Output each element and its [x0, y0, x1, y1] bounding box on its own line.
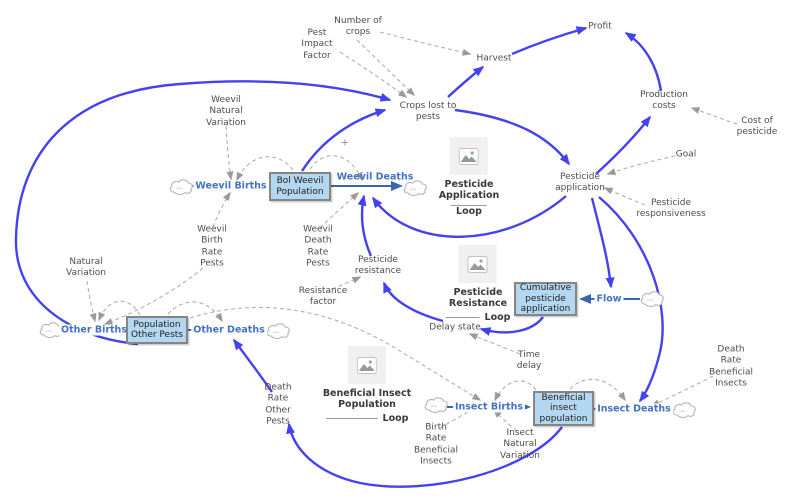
- link-beneficial-stock-to-insect-deaths[interactable]: [569, 378, 626, 402]
- flow-label-other-deaths[interactable]: Other Deaths: [191, 324, 267, 336]
- variable-time-delay[interactable]: Time delay: [516, 349, 542, 371]
- cloud-icon[interactable]: [424, 397, 448, 414]
- variable-number-of-crops[interactable]: Number of crops: [334, 15, 382, 37]
- loop-card-beneficial-insect-population[interactable]: Beneficial Insect Population Loop: [323, 346, 411, 424]
- cloud-icon[interactable]: [403, 180, 427, 197]
- loop-title: Beneficial Insect Population: [322, 388, 412, 411]
- loop-divider: [325, 417, 378, 419]
- variable-resistance-factor[interactable]: Resistance factor: [298, 285, 348, 307]
- variable-harvest[interactable]: Harvest: [476, 53, 512, 64]
- variable-insect-natural-variation[interactable]: Insect Natural Variation: [500, 428, 540, 461]
- variable-pesticide-application[interactable]: Pesticide application: [555, 171, 605, 193]
- variable-death-rate-other-pests[interactable]: Death Rate Other Pests: [264, 382, 292, 427]
- loop-label: Loop: [456, 205, 482, 217]
- image-placeholder-icon: [357, 356, 377, 374]
- loop-divider: [450, 204, 487, 206]
- variable-crops-lost-to-pests[interactable]: Crops lost to pests: [399, 100, 457, 122]
- arrow-weevil-population-to-crops-lost[interactable]: [300, 108, 387, 172]
- arrow-beneficial-population-to-death-rate-other-pests[interactable]: [286, 422, 563, 488]
- stock-bol-weevil-population[interactable]: Bol Weevil Population: [269, 172, 331, 201]
- arrow-pesticide-application-to-production-costs[interactable]: [595, 115, 651, 175]
- link-weevil-stock-to-weevil-births[interactable]: [236, 156, 294, 182]
- link-number-crops-to-harvest[interactable]: [379, 31, 472, 56]
- arrow-crops-lost-to-pesticide-application[interactable]: [454, 108, 570, 166]
- flow-label-weevil-deaths[interactable]: Weevil Deaths: [336, 171, 414, 183]
- stock-beneficial-insect-population[interactable]: Beneficial insect population: [533, 391, 594, 426]
- loop-label: Loop: [484, 311, 511, 323]
- flow-label-insect-deaths[interactable]: Insect Deaths: [595, 403, 673, 415]
- loop-label: Loop: [382, 412, 409, 424]
- variable-delay-state[interactable]: Delay state: [429, 322, 481, 333]
- link-other-pests-to-insect-births[interactable]: [189, 306, 482, 401]
- arrow-crops-lost-to-harvest[interactable]: [447, 66, 485, 98]
- variable-pesticide-resistance[interactable]: Pesticide resistance: [354, 254, 402, 276]
- loop-card-pesticide-resistance[interactable]: Pesticide Resistance Loop: [445, 245, 511, 323]
- link-weevil-birth-rate-to-weevil-births[interactable]: [212, 191, 231, 228]
- flow-label-flow[interactable]: Flow: [594, 293, 624, 305]
- variable-weevil-birth-rate-pests[interactable]: Weevil Birth Rate Pests: [197, 224, 227, 269]
- variable-profit[interactable]: Profit: [588, 21, 612, 32]
- link-responsiveness-to-pesticide-application[interactable]: [603, 187, 646, 206]
- arrow-pesticide-application-to-weevil-deaths[interactable]: [372, 195, 567, 238]
- link-weevil-natural-variation-to-weevil-births[interactable]: [225, 125, 234, 181]
- arrow-other-pests-to-crops-lost[interactable]: [14, 80, 392, 346]
- link-goal-to-pesticide-application[interactable]: [606, 155, 676, 175]
- variable-cost-of-pesticide[interactable]: Cost of pesticide: [736, 115, 778, 137]
- loop-card-pesticide-application[interactable]: Pesticide Application Loop: [438, 137, 500, 217]
- link-insect-death-rate-to-insect-deaths[interactable]: [650, 375, 714, 407]
- link-weevil-stock-to-weevil-deaths[interactable]: [309, 155, 363, 182]
- link-number-crops-to-crops-lost[interactable]: [356, 39, 416, 97]
- stock-cumulative-pesticide-application[interactable]: Cumulative pesticide application: [514, 282, 577, 316]
- loop-title: Pesticide Resistance: [448, 287, 508, 310]
- variable-pest-impact-factor[interactable]: Pest Impact Factor: [301, 28, 333, 61]
- cloud-icon[interactable]: [266, 323, 290, 340]
- arrow-death-rate-other-pests-to-other-deaths[interactable]: [233, 338, 273, 393]
- link-pest-impact-to-crops-lost[interactable]: [339, 51, 408, 98]
- image-placeholder: [348, 346, 386, 384]
- arrow-pesticide-application-to-flow[interactable]: [590, 197, 615, 289]
- variable-production-costs[interactable]: Production costs: [640, 89, 688, 111]
- variable-goal[interactable]: Goal: [675, 149, 697, 160]
- variable-death-rate-beneficial-insects[interactable]: Death Rate Beneficial Insects: [708, 344, 754, 389]
- image-placeholder-icon: [458, 147, 479, 165]
- link-resistance-factor-to-pesticide-resistance[interactable]: [331, 276, 362, 290]
- variable-weevil-death-rate-pests[interactable]: Weevil Death Rate Pests: [303, 224, 333, 269]
- image-placeholder-icon: [467, 255, 488, 273]
- variable-birth-rate-beneficial-insects[interactable]: Birth Rate Beneficial Insects: [413, 422, 459, 467]
- image-placeholder: [449, 137, 488, 175]
- link-insect-birth-rate-to-insect-births[interactable]: [439, 405, 481, 429]
- loop-title: Pesticide Application: [438, 179, 500, 202]
- cloud-icon[interactable]: [672, 402, 696, 419]
- stock-population-other-pests[interactable]: Population Other Pests: [126, 316, 188, 344]
- flow-label-other-births[interactable]: Other Births: [59, 324, 129, 336]
- arrow-harvest-to-profit[interactable]: [511, 26, 588, 56]
- arrow-pesticide-application-to-insect-deaths[interactable]: [598, 196, 664, 403]
- arrow-delay-state-to-pesticide-resistance[interactable]: [382, 281, 444, 323]
- arrow-pesticide-resistance-to-weevil-deaths[interactable]: [357, 194, 373, 257]
- variable-natural-variation[interactable]: Natural Variation: [66, 256, 106, 278]
- loop-divider: [445, 316, 480, 318]
- arrow-production-costs-to-profit[interactable]: [624, 31, 663, 92]
- polarity-plus-sign: +: [340, 137, 350, 149]
- image-placeholder: [458, 245, 497, 283]
- flow-label-weevil-births[interactable]: Weevil Births: [193, 180, 269, 192]
- link-time-delay-to-delay-state[interactable]: [468, 333, 521, 355]
- arrow-cumulative-application-to-delay-state[interactable]: [479, 316, 544, 336]
- cloud-icon[interactable]: [640, 291, 664, 308]
- variable-pesticide-responsiveness[interactable]: Pesticide responsiveness: [636, 197, 706, 219]
- link-natural-variation-to-other-births[interactable]: [86, 280, 97, 323]
- variable-weevil-natural-variation[interactable]: Weevil Natural Variation: [206, 95, 246, 128]
- link-other-pests-stock-to-other-deaths[interactable]: [167, 301, 223, 323]
- link-cost-pesticide-to-production-costs[interactable]: [690, 107, 738, 125]
- flow-label-insect-births[interactable]: Insect Births: [452, 401, 526, 413]
- cloud-icon[interactable]: [169, 179, 193, 196]
- link-beneficial-stock-to-insect-births[interactable]: [494, 380, 537, 402]
